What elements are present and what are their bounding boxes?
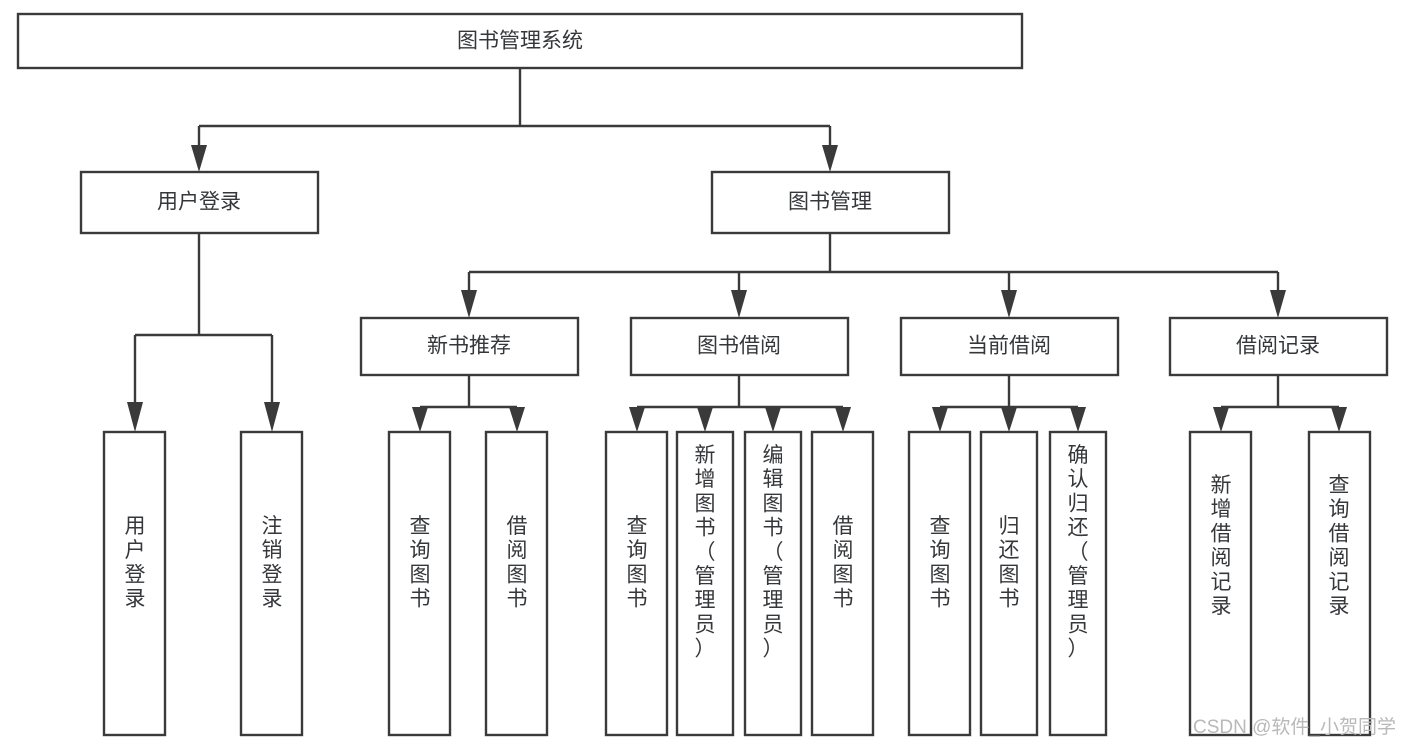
node-leaf-add-book-label: 新增图书（管理员） (695, 444, 716, 661)
arrow-head-borrow-record (1270, 290, 1286, 318)
node-leaf-user-login[interactable]: 用户登录 (102, 430, 167, 737)
arrow-head-book-manage (822, 145, 838, 172)
node-leaf-confirm-return-box[interactable] (1048, 430, 1108, 737)
node-leaf-add-book-box[interactable] (675, 430, 735, 737)
node-book-manage-box[interactable] (710, 170, 951, 235)
node-leaf-borrow-book-2-box[interactable] (810, 430, 875, 737)
arrow-head-leaf-query-book-3 (932, 407, 948, 432)
node-new-book-recommend-label: 新书推荐 (427, 335, 511, 358)
arrow-head-current-borrow (1001, 290, 1017, 318)
node-user-login-box[interactable] (79, 170, 320, 235)
node-leaf-logout-login[interactable]: 注销登录 (239, 430, 304, 737)
node-current-borrow-label: 当前借阅 (967, 335, 1051, 358)
node-book-borrow[interactable]: 图书借阅 (629, 316, 850, 377)
node-leaf-add-record[interactable]: 新增借阅记录 (1188, 430, 1253, 737)
node-leaf-add-record-box[interactable] (1188, 430, 1253, 737)
arrow-head-leaf-query-book-1 (412, 407, 428, 432)
node-leaf-return-book-box[interactable] (979, 430, 1039, 737)
node-root[interactable]: 图书管理系统 (16, 12, 1024, 70)
arrow-head-new-book-recommend (461, 290, 477, 318)
connector-layer (127, 68, 1347, 432)
arrow-head-leaf-borrow-book-1 (509, 407, 525, 432)
node-book-manage-label: 图书管理 (788, 191, 872, 214)
node-leaf-borrow-book-2[interactable]: 借阅图书 (810, 430, 875, 737)
node-leaf-return-book-label: 归还图书 (999, 515, 1020, 611)
node-leaf-query-book-2-box[interactable] (604, 430, 669, 737)
node-leaf-add-record-label: 新增借阅记录 (1211, 474, 1232, 618)
node-leaf-user-login-box[interactable] (102, 430, 167, 737)
node-leaf-borrow-book-1-box[interactable] (484, 430, 549, 737)
arrow-head-leaf-logout-login (264, 402, 280, 432)
node-leaf-return-book[interactable]: 归还图书 (979, 430, 1039, 737)
node-current-borrow[interactable]: 当前借阅 (899, 316, 1120, 377)
node-leaf-query-book-1-label: 查询图书 (410, 515, 431, 611)
node-new-book-recommend-box[interactable] (359, 316, 580, 377)
node-leaf-confirm-return[interactable]: 确认归还（管理员） (1048, 430, 1108, 737)
arrow-head-leaf-user-login (127, 402, 143, 432)
node-root-box[interactable] (16, 12, 1024, 70)
node-user-login-label: 用户登录 (157, 191, 241, 214)
node-book-borrow-box[interactable] (629, 316, 850, 377)
arrow-head-leaf-borrow-book-2 (835, 407, 851, 432)
node-leaf-query-record[interactable]: 查询借阅记录 (1307, 430, 1372, 737)
node-leaf-query-book-3-box[interactable] (907, 430, 972, 737)
node-leaf-query-book-1-box[interactable] (387, 430, 452, 737)
node-book-manage[interactable]: 图书管理 (710, 170, 951, 235)
node-root-label: 图书管理系统 (457, 30, 583, 53)
node-current-borrow-box[interactable] (899, 316, 1120, 377)
node-leaf-query-book-3[interactable]: 查询图书 (907, 430, 972, 737)
node-new-book-recommend[interactable]: 新书推荐 (359, 316, 580, 377)
watermark-label: CSDN @软件_小贺同学 (1193, 716, 1396, 738)
node-leaf-logout-login-box[interactable] (239, 430, 304, 737)
node-leaf-logout-login-label: 注销登录 (262, 515, 283, 611)
node-leaf-user-login-label: 用户登录 (125, 515, 146, 611)
node-leaf-edit-book-label: 编辑图书（管理员） (763, 444, 784, 661)
node-borrow-record[interactable]: 借阅记录 (1168, 316, 1389, 377)
arrow-head-book-borrow (731, 290, 747, 318)
arrow-head-leaf-return-book (1001, 407, 1017, 432)
node-user-login[interactable]: 用户登录 (79, 170, 320, 235)
node-borrow-record-box[interactable] (1168, 316, 1389, 377)
node-leaf-query-record-box[interactable] (1307, 430, 1372, 737)
node-leaf-borrow-book-1[interactable]: 借阅图书 (484, 430, 549, 737)
node-leaf-confirm-return-label: 确认归还（管理员） (1068, 444, 1089, 661)
node-leaf-edit-book-box[interactable] (743, 430, 803, 737)
arrow-head-user-login (191, 145, 207, 172)
node-book-borrow-label: 图书借阅 (697, 335, 781, 358)
arrow-head-leaf-add-record (1213, 407, 1229, 432)
node-leaf-query-book-1[interactable]: 查询图书 (387, 430, 452, 737)
node-leaf-add-book[interactable]: 新增图书（管理员） (675, 430, 735, 737)
node-leaf-borrow-book-2-label: 借阅图书 (833, 515, 854, 611)
node-leaf-query-record-label: 查询借阅记录 (1329, 474, 1350, 618)
node-leaf-borrow-book-1-label: 借阅图书 (507, 515, 528, 611)
arrow-head-leaf-query-record (1331, 407, 1347, 432)
arrow-head-leaf-query-book-2 (629, 407, 645, 432)
arrow-head-leaf-confirm-return (1070, 407, 1086, 432)
arrow-head-leaf-add-book (697, 407, 713, 432)
arrow-head-leaf-edit-book (765, 407, 781, 432)
node-leaf-edit-book[interactable]: 编辑图书（管理员） (743, 430, 803, 737)
node-leaf-query-book-3-label: 查询图书 (930, 515, 951, 611)
node-leaf-query-book-2-label: 查询图书 (627, 515, 648, 611)
node-borrow-record-label: 借阅记录 (1236, 335, 1320, 358)
node-leaf-query-book-2[interactable]: 查询图书 (604, 430, 669, 737)
